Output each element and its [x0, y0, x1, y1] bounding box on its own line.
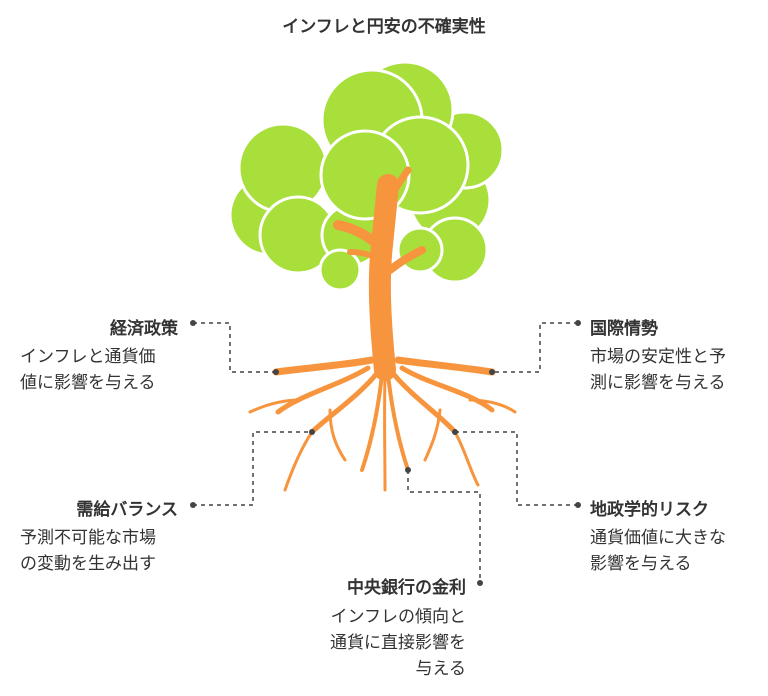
node-desc-keizai: インフレと通貨価 値に影響を与える [20, 344, 156, 396]
desc-line: の変動を生み出す [20, 554, 156, 574]
desc-line: 測に影響を与える [590, 373, 726, 393]
connectors [193, 322, 578, 583]
node-heading-chisei: 地政学的リスク [590, 500, 709, 520]
desc-line: インフレの傾向と [330, 607, 467, 627]
node-desc-jukyu: 予測不可能な市場 の変動を生み出す [20, 525, 156, 577]
node-desc-kinri: インフレの傾向と 通貨に直接影響を 与える [330, 604, 466, 682]
connector-dots [190, 320, 581, 586]
node-desc-kokusai: 市場の安定性と予 測に影響を与える [590, 344, 726, 396]
desc-line: 影響を与える [590, 554, 692, 574]
desc-line: 予測不可能な市場 [20, 528, 156, 548]
node-desc-chisei: 通貨価値に大きな 影響を与える [590, 525, 726, 577]
desc-line: 市場の安定性と予 [590, 347, 726, 367]
node-heading-keizai: 経済政策 [110, 319, 178, 339]
desc-line: 値に影響を与える [20, 373, 156, 393]
node-heading-kinri: 中央銀行の金利 [347, 578, 466, 598]
node-heading-jukyu: 需給バランス [76, 500, 178, 520]
desc-line: 通貨に直接影響を [330, 633, 466, 653]
tree-trunk [248, 166, 517, 492]
desc-line: インフレと通貨価 [20, 347, 156, 367]
desc-line: 与える [415, 659, 467, 679]
desc-line: 通貨価値に大きな [590, 528, 726, 548]
node-heading-kokusai: 国際情勢 [590, 319, 658, 339]
diagram-title: インフレと円安の不確実性 [282, 17, 486, 37]
